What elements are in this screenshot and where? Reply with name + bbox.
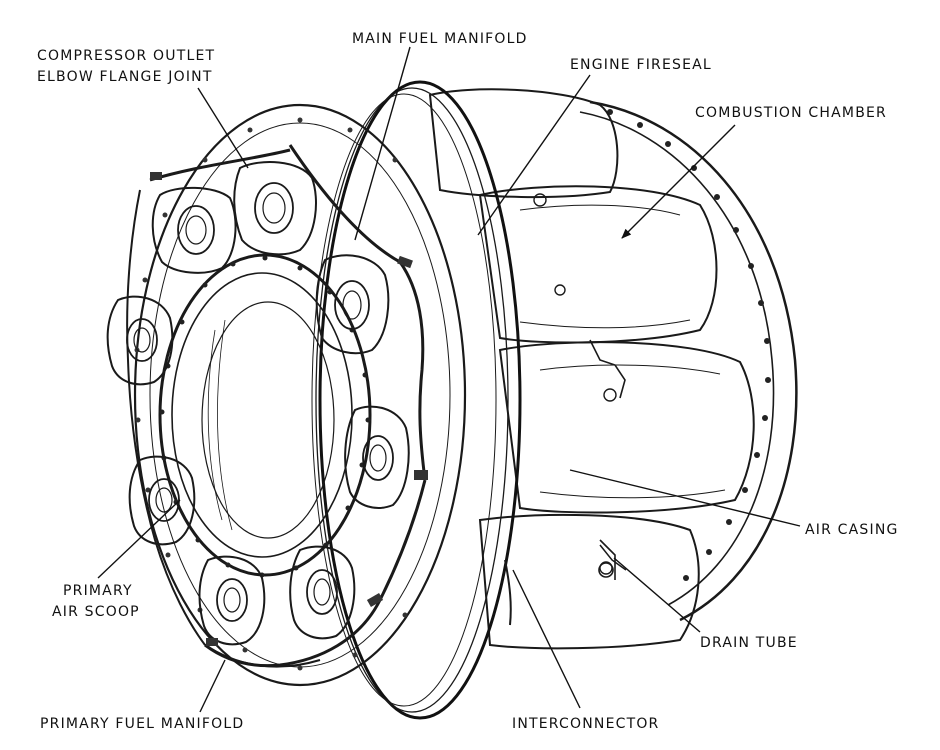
leader-interconnector: [512, 569, 581, 709]
engine-fireseal-ring: [311, 80, 522, 720]
front-flange: [133, 103, 467, 687]
leader-drain-tube: [613, 557, 701, 633]
label-main-fuel-manifold: MAIN FUEL MANIFOLD: [352, 31, 528, 47]
label-combustion-chamber: COMBUSTION CHAMBER: [695, 105, 887, 121]
combustion-chambers: [428, 88, 755, 650]
leader-compressor-outlet: [197, 87, 249, 169]
label-air-casing: AIR CASING: [805, 522, 899, 538]
label-primary-air-scoop-line2: AIR SCOOP: [52, 604, 140, 620]
label-compressor-outlet-line1: COMPRESSOR OUTLET: [37, 48, 215, 64]
central-bore: [158, 253, 372, 578]
leader-combustion-chamber: [621, 124, 736, 239]
leader-air-casing: [569, 469, 801, 527]
leader-engine-fireseal: [477, 74, 591, 236]
label-primary-fuel-manifold: PRIMARY FUEL MANIFOLD: [40, 716, 244, 732]
engine-illustration: [106, 80, 798, 720]
leader-lines: [97, 46, 801, 713]
leader-main-fuel-manifold: [354, 46, 411, 241]
label-engine-fireseal: ENGINE FIRESEAL: [570, 57, 712, 73]
fuel-pipes: [126, 144, 428, 668]
lower-details: [504, 544, 627, 626]
leader-primary-fuel-manifold: [199, 659, 226, 713]
label-interconnector: INTERCONNECTOR: [512, 716, 660, 732]
rear-casing: [579, 100, 798, 622]
label-primary-air-scoop-line1: PRIMARY: [63, 583, 133, 599]
label-compressor-outlet-line2: ELBOW FLANGE JOINT: [37, 69, 213, 85]
elbow-flanges: [106, 161, 410, 646]
label-drain-tube: DRAIN TUBE: [700, 635, 798, 651]
diagram-labels: COMPRESSOR OUTLET ELBOW FLANGE JOINT MAI…: [37, 31, 899, 732]
leader-primary-air-scoop: [97, 499, 181, 579]
